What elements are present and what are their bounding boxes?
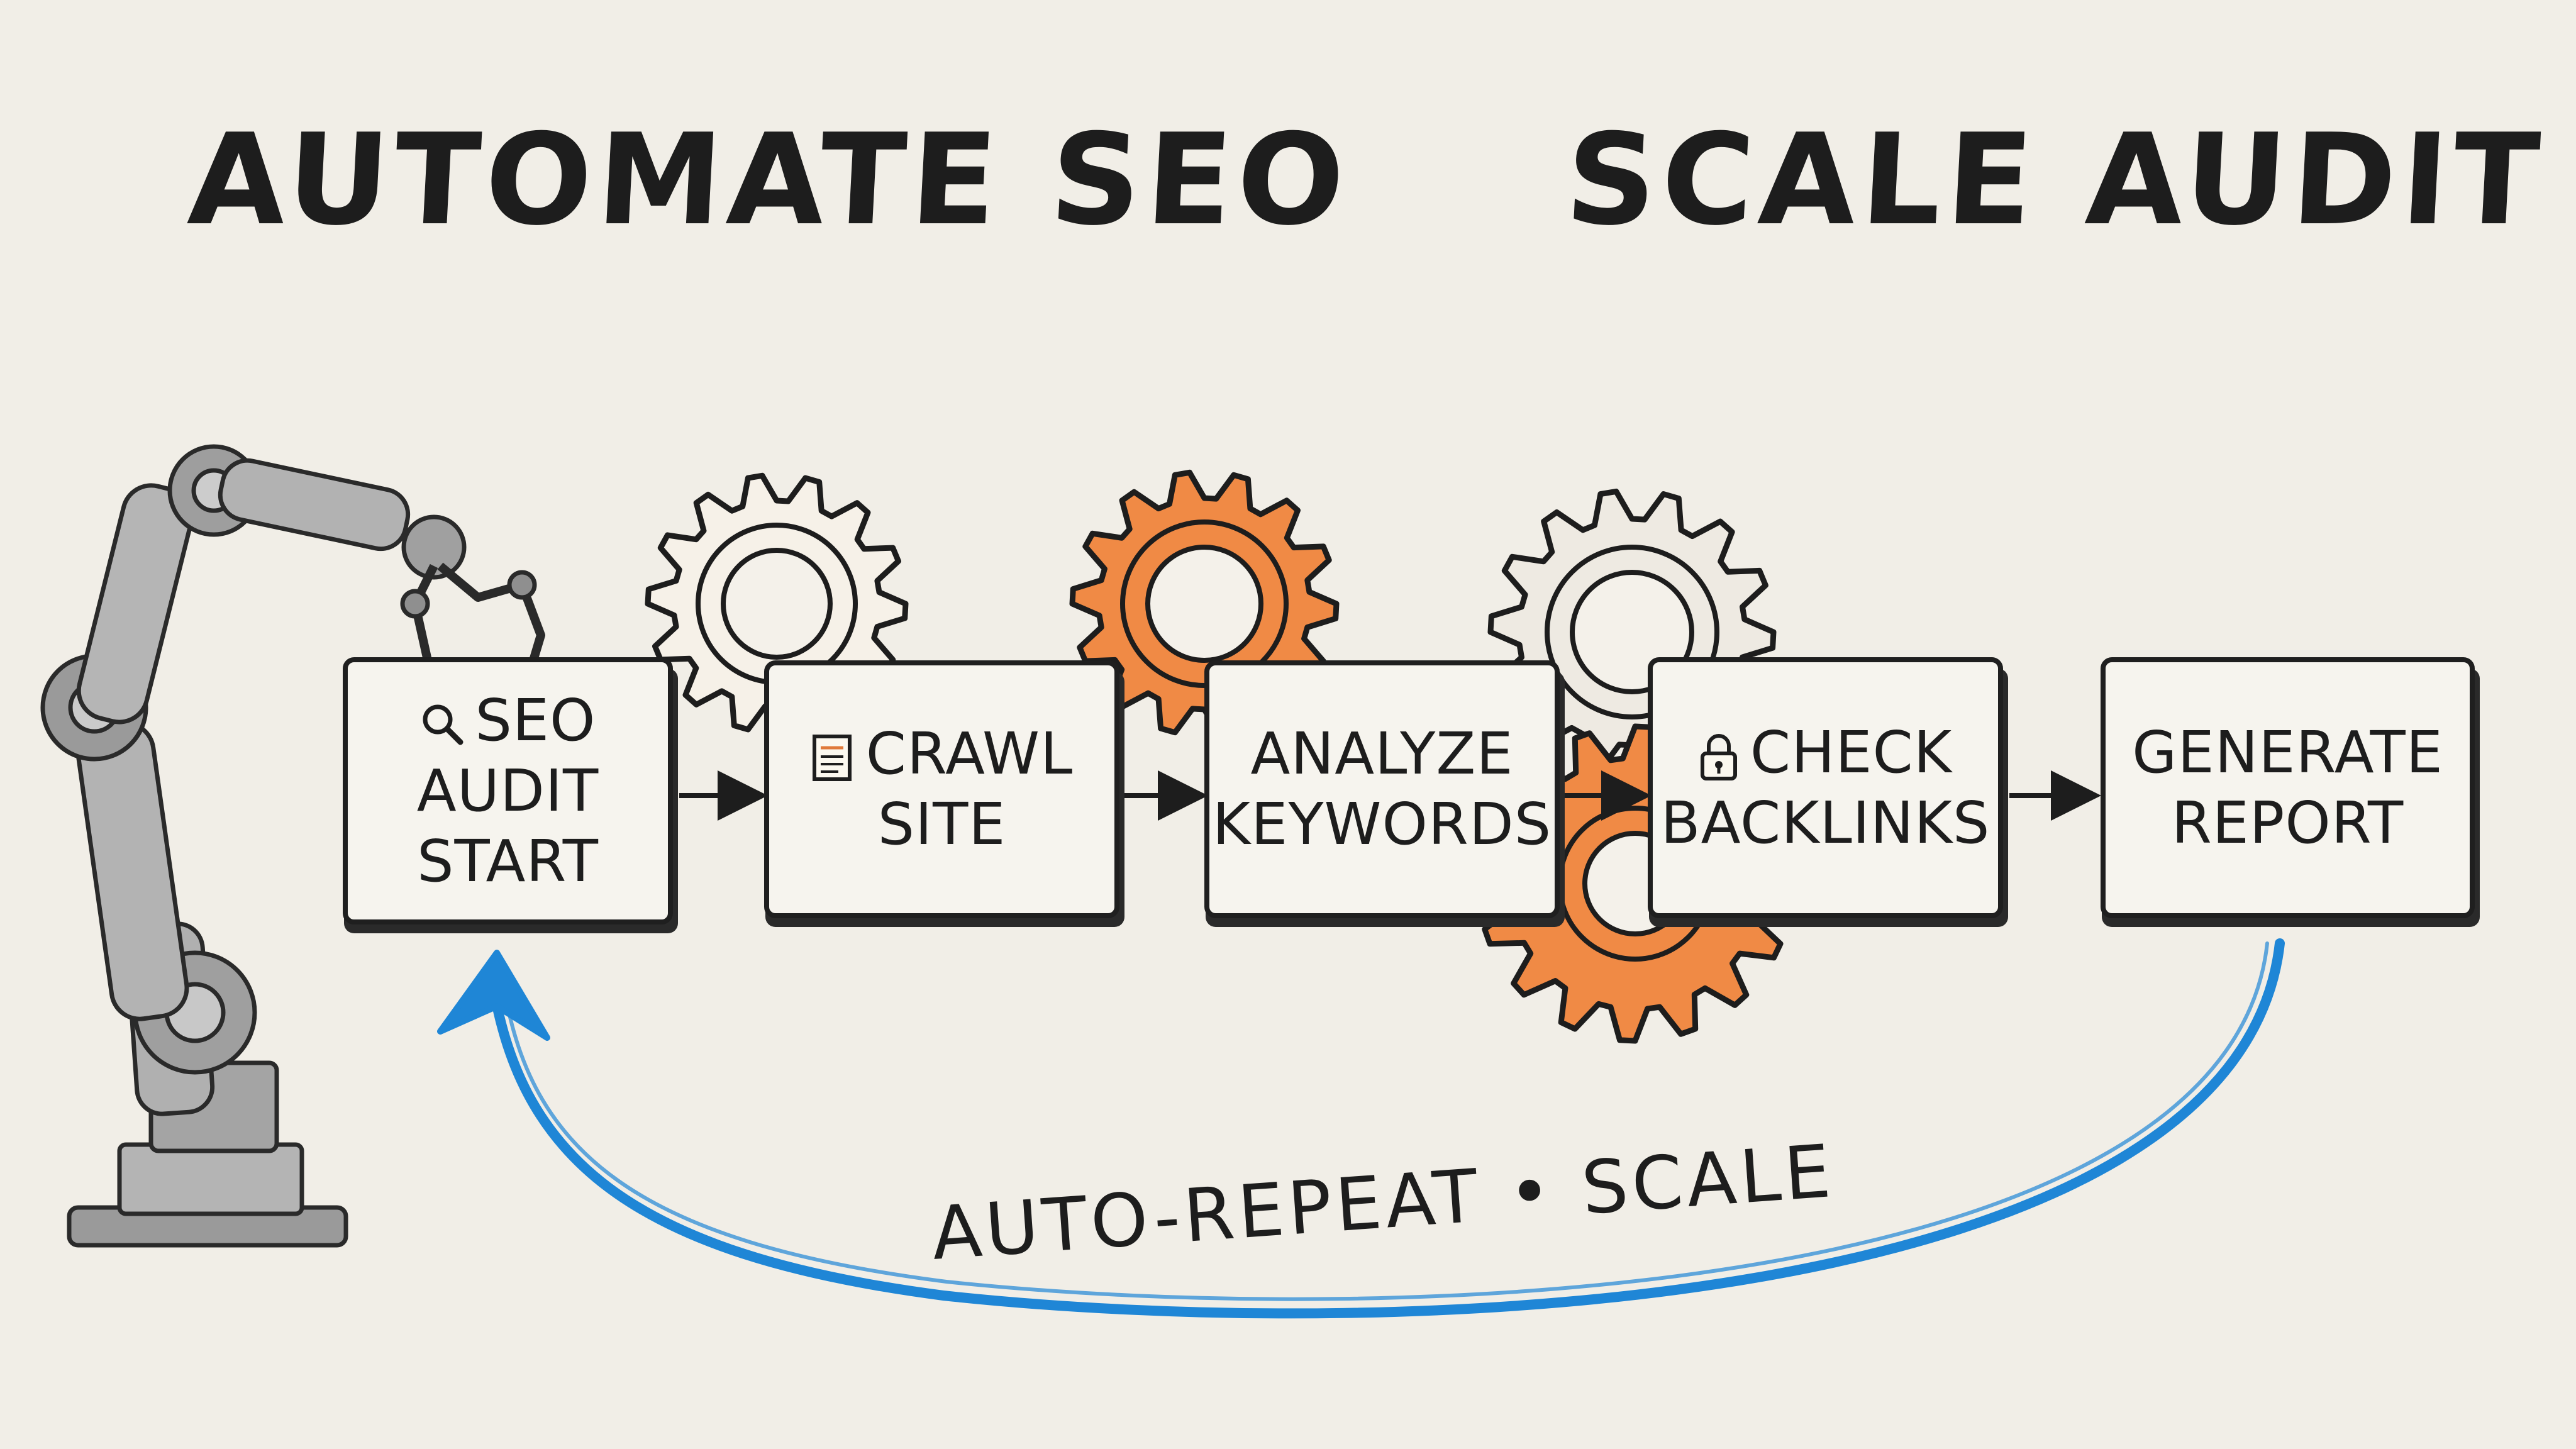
robot-arm-icon [40,444,545,1248]
step-seo-audit-start: SEO AUDIT START [343,657,673,924]
step-label-line: KEYWORDS [1212,791,1552,858]
step-check-backlinks: CHECK BACKLINKS [1648,657,2003,918]
step-label-line: CRAWL [865,720,1074,787]
document-icon [812,734,852,781]
loop-arrowhead [437,950,550,1041]
step-label-line: CHECK [1750,718,1953,786]
headline-automate-seo: AUTOMATE SEO [184,107,1353,253]
step-label-line: SITE [877,791,1006,858]
step-label-line: START [417,827,599,895]
step-analyze-keywords: ANALYZE KEYWORDS [1204,660,1560,918]
step-label-line: AUDIT [416,757,599,824]
repeat-loop-arrow [437,938,2285,1319]
step-label-line: REPORT [2171,789,2404,857]
magnifier-icon [423,704,464,745]
step-label-line: GENERATE [2132,718,2443,786]
step-label-line: BACKLINKS [1660,789,1990,857]
padlock-icon [1700,734,1737,781]
headline-scale-audit: SCALE AUDIT [1562,107,2548,253]
step-label-line: ANALYZE [1250,720,1514,787]
step-generate-report: GENERATE REPORT [2101,657,2475,918]
step-crawl-site: CRAWL SITE [764,660,1119,918]
step-label-line: SEO [475,686,596,754]
